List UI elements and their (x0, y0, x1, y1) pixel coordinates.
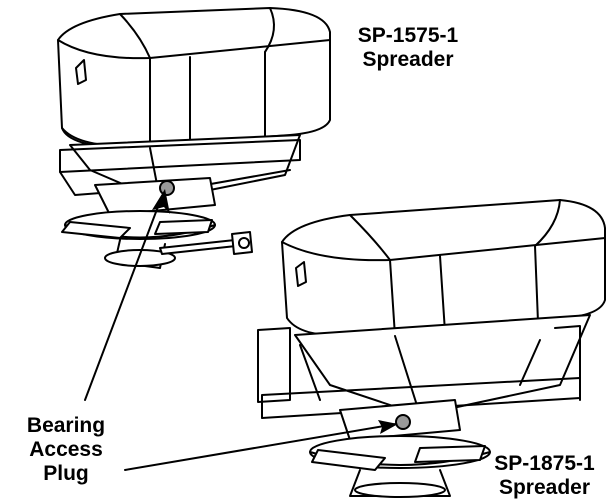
bottom-type-text: Spreader (498, 476, 591, 499)
bottom-model-text: SP-1875-1 (494, 452, 595, 475)
leader-arrow-top (152, 189, 170, 214)
callout-line-3: Plug (43, 462, 89, 485)
top-spreader-label: SP-1575-1 Spreader (338, 24, 478, 72)
bottom-bearing-access-plug (395, 414, 411, 430)
top-bearing-access-plug (159, 180, 175, 196)
bottom-spreader-label: SP-1875-1 Spreader (476, 452, 613, 500)
callout-leaders (84, 195, 397, 471)
top-type-text: Spreader (362, 48, 454, 71)
bottom-frame (257, 327, 291, 403)
top-frame (59, 139, 301, 173)
top-hopper-cover (57, 7, 331, 147)
leader-line-top (84, 195, 163, 401)
leader-arrow-bottom (378, 420, 398, 434)
callout-line-1: Bearing (26, 414, 106, 437)
leader-line-bottom (124, 423, 397, 471)
top-drive-shaft (159, 239, 237, 255)
top-model-text: SP-1575-1 (357, 24, 459, 47)
callout-line-2: Access (29, 438, 103, 461)
spreader-top (57, 7, 331, 269)
bearing-access-plug-label: Bearing Access Plug (0, 414, 132, 486)
spreader-bottom (257, 199, 606, 498)
